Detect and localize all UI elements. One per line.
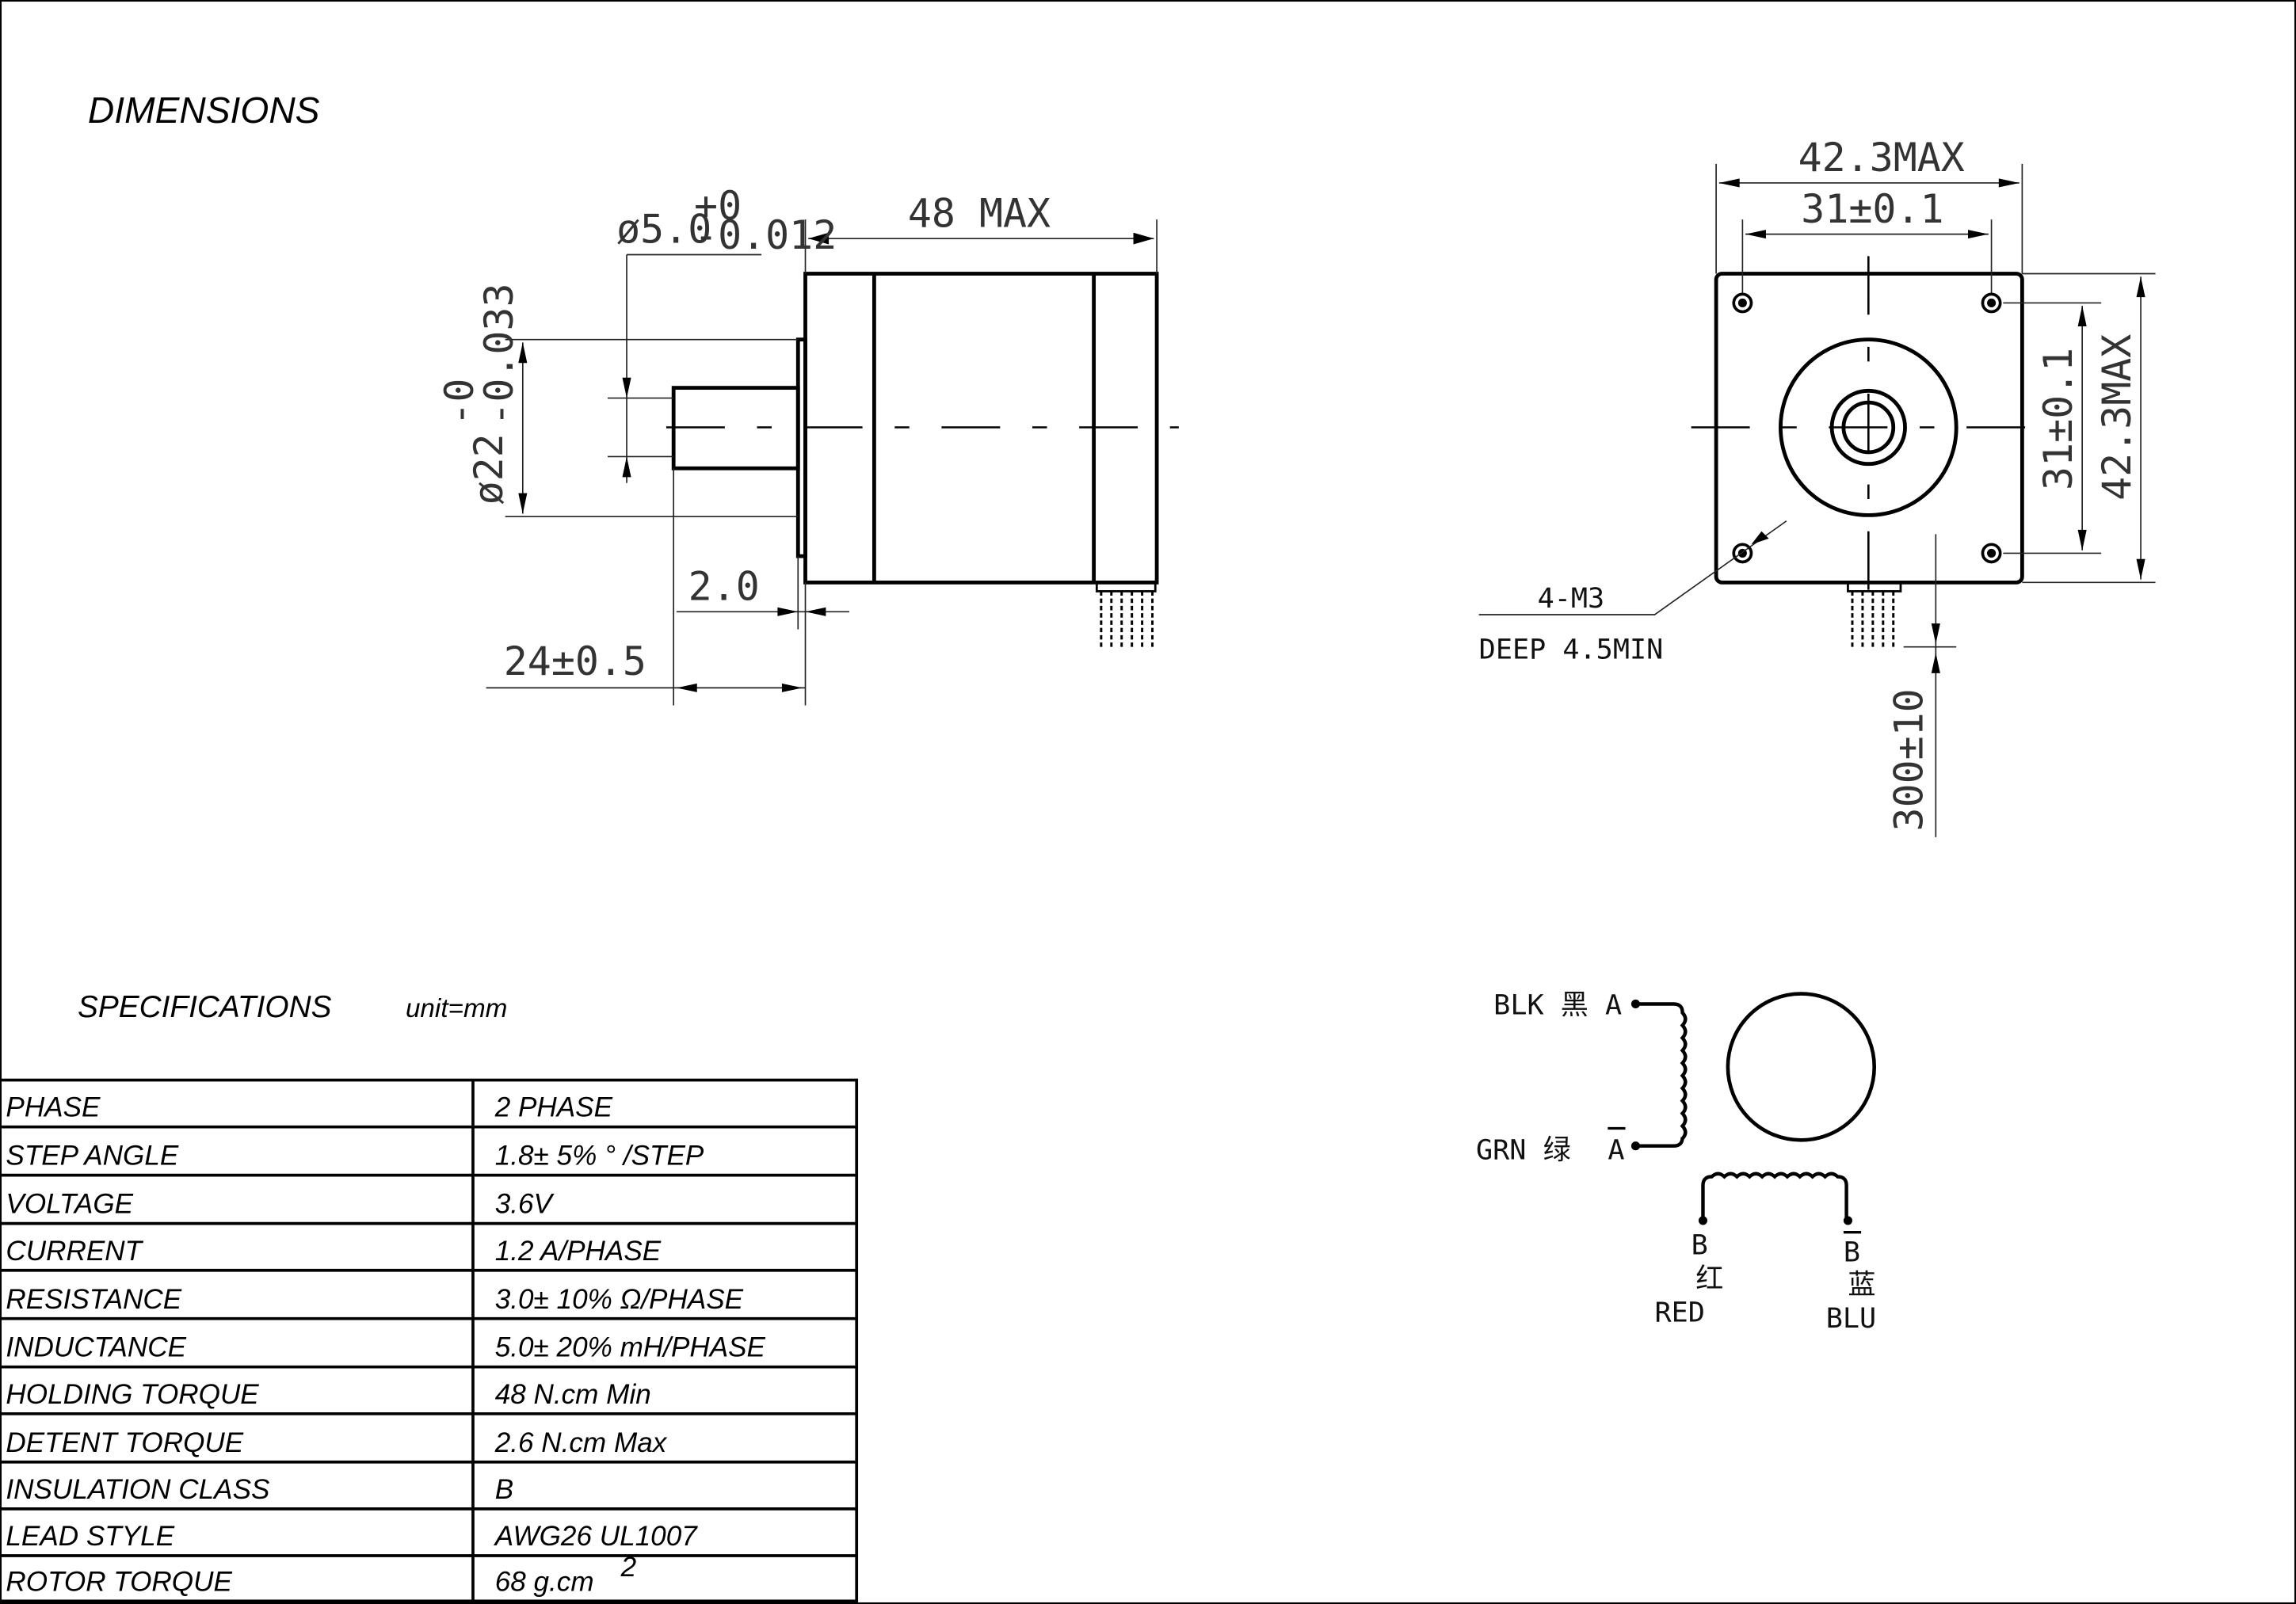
hole-spacing-horizontal: 31±0.1: [1801, 186, 1943, 232]
holes-depth-callout: DEEP 4.5MIN: [1479, 633, 1664, 665]
lead-wires: [1095, 581, 1157, 650]
spec-value: 3.6V: [495, 1189, 555, 1220]
spec-name: STEP ANGLE: [6, 1141, 178, 1172]
boss-tolerance-upper: -0: [437, 379, 482, 426]
spec-name: INSULATION CLASS: [6, 1474, 270, 1505]
spec-name: VOLTAGE: [6, 1189, 133, 1220]
spec-name: LEAD STYLE: [6, 1521, 174, 1552]
wire-a-bar-label: GRN 绿: [1476, 1133, 1571, 1166]
dimensions-heading: DIMENSIONS: [88, 90, 320, 131]
spec-value: B: [495, 1474, 513, 1505]
height-max-dimension: 42.3MAX: [2094, 334, 2140, 501]
width-max-dimension: 42.3MAX: [1798, 135, 1965, 181]
spec-name: RESISTANCE: [6, 1284, 181, 1315]
boss-tolerance-lower: -0.033: [476, 284, 522, 426]
spec-name: PHASE: [6, 1092, 101, 1123]
boss-height-dimension: 2.0: [688, 564, 760, 610]
spec-name: CURRENT: [6, 1236, 143, 1267]
lead-length-dimension: 300±10: [1886, 688, 1932, 831]
spec-value: 3.0± 10% Ω/PHASE: [495, 1284, 744, 1315]
holes-callout: 4-M3: [1538, 582, 1605, 615]
lead-wires-front: [1847, 581, 1902, 647]
front-view: 42.3MAX 31±0.1 31±0.1 42.3MAX 4-M3 DEEP …: [1479, 135, 2156, 837]
specifications-table: PHASE 2 PHASE STEP ANGLE 1.8± 5% ° /STEP VOL…: [0, 1078, 859, 1603]
spec-name: HOLDING TORQUE: [6, 1379, 259, 1410]
spec-value: 2 PHASE: [494, 1092, 613, 1123]
spec-value-superscript: 2: [620, 1552, 637, 1583]
shaft-tolerance-upper: +0: [694, 183, 742, 229]
shaft-diameter: ø5.0: [616, 207, 711, 253]
wiring-diagram: BLK 黑 A GRN 绿 A B 红 RED B 蓝 BLU: [1476, 989, 1876, 1334]
length-dimension: 48 MAX: [908, 190, 1051, 236]
specifications-heading: SPECIFICATIONS: [78, 990, 332, 1024]
boss-diameter: ø22: [466, 433, 512, 505]
wire-a-bar-symbol: A: [1608, 1133, 1624, 1166]
shaft-length-dimension: 24±0.5: [504, 638, 646, 684]
spec-value: AWG26 UL1007: [494, 1521, 699, 1552]
spec-value: 1.2 A/PHASE: [495, 1236, 662, 1267]
spec-value: 1.8± 5% ° /STEP: [495, 1141, 704, 1172]
spec-name: ROTOR TORQUE: [6, 1566, 232, 1597]
wire-b-symbol: B: [1691, 1229, 1708, 1261]
boss-circle: [1779, 337, 1958, 517]
coil-b: [1701, 1172, 1848, 1221]
spec-value: 68 g.cm: [495, 1566, 594, 1597]
wire-b-chinese: 红: [1695, 1263, 1723, 1295]
coil-a: [1635, 1002, 1688, 1148]
wire-a-label: BLK 黑 A: [1493, 989, 1622, 1021]
rotor-circle: [1726, 992, 1877, 1142]
wire-b-bar-symbol: B: [1844, 1236, 1860, 1269]
spec-value: 5.0± 20% mH/PHASE: [495, 1332, 766, 1363]
spec-name: INDUCTANCE: [6, 1332, 186, 1363]
spec-value: 2.6 N.cm Max: [494, 1427, 668, 1458]
wire-b-bar-color: BLU: [1826, 1302, 1876, 1335]
unit-label: unit=mm: [406, 994, 507, 1023]
spec-name: DETENT TORQUE: [6, 1427, 243, 1458]
wire-b-bar-chinese: 蓝: [1848, 1268, 1875, 1301]
spec-value: 48 N.cm Min: [495, 1379, 651, 1410]
shaft-tolerance-lower: -0.012: [694, 212, 837, 258]
wire-b-color: RED: [1654, 1296, 1704, 1328]
side-view: 48 MAX ø5.0 +0 -0.012 ø22 -0 -0.033 2.0 …: [437, 183, 1179, 706]
hole-spacing-vertical: 31±0.1: [2035, 348, 2081, 490]
